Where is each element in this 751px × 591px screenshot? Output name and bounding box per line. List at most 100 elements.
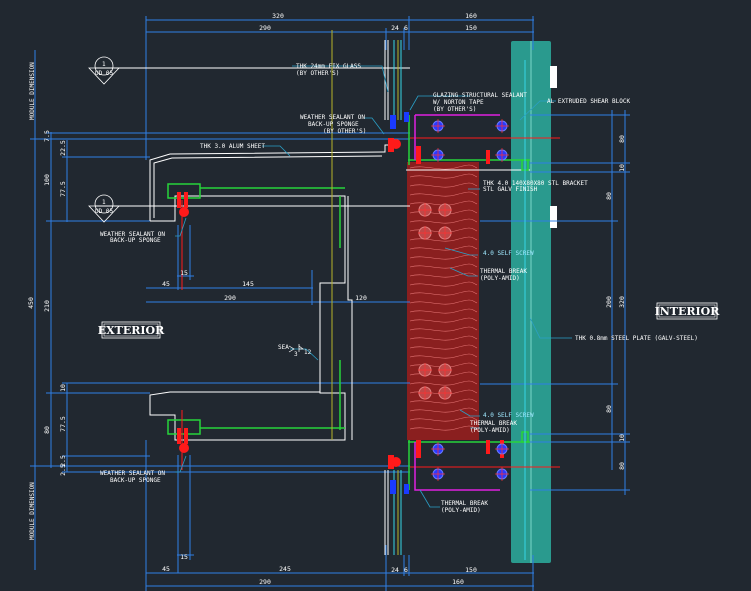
insulation-wave	[409, 344, 478, 350]
dim-right-10b: 10	[618, 434, 626, 442]
dim-top-150: 150	[465, 24, 477, 32]
annotation-glazing-sealant: GLAZING STRUCTURAL SEALANT W/ NORTON TAP…	[433, 92, 527, 113]
insulation-wave	[409, 182, 478, 188]
steel-brackets	[414, 114, 500, 491]
svg-text:(POLY-AMID): (POLY-AMID)	[441, 507, 481, 514]
svg-text:(BY OTHER'S): (BY OTHER'S)	[433, 106, 476, 113]
dim-left-2-5b: 2.5	[59, 464, 67, 476]
insulation-wave	[409, 272, 478, 278]
dim-top-6: 6	[404, 24, 408, 32]
dim-bottom-45: 45	[162, 565, 170, 573]
glass-lines	[393, 40, 526, 560]
section-marker-1: 1 UD 05	[88, 56, 120, 85]
dim-left-7-5: 7.5	[43, 130, 51, 142]
insulation-wave	[409, 425, 478, 431]
dim-right-80b: 80	[605, 192, 613, 200]
bolt-crosshair	[418, 363, 432, 377]
bolt-crosshair	[418, 203, 432, 217]
insulation-wave	[409, 416, 478, 422]
bolt-crosshair	[495, 442, 509, 456]
exterior-label: EXTERIOR	[98, 321, 165, 339]
exterior-text: EXTERIOR	[98, 324, 165, 337]
interior-label: INTERIOR	[655, 302, 721, 320]
annotation-thermal-break-top: THERMAL BREAK (POLY-AMID)	[480, 268, 527, 282]
dim-mid-290: 290	[224, 294, 236, 302]
green-profiles	[167, 115, 530, 490]
dim-left-80: 80	[43, 426, 51, 434]
dim-left-77-5b: 77.5	[59, 416, 67, 432]
dim-left-100: 100	[43, 174, 51, 186]
dim-mid-15: 15	[180, 269, 188, 277]
svg-text:(POLY-AMID): (POLY-AMID)	[470, 427, 510, 434]
insulation-wave	[409, 200, 478, 206]
dim-right-80c: 80	[605, 405, 613, 413]
insulation-wave	[409, 317, 478, 323]
svg-text:(BY OTHER'S): (BY OTHER'S)	[323, 128, 366, 135]
annotation-alum-sheet: THK 3.0 ALUM SHEET	[200, 143, 265, 150]
insulation-wave	[409, 281, 478, 287]
screw-bolts	[418, 119, 509, 481]
annotation-glass: THK 24mm FIX GLASS (BY OTHER'S)	[296, 63, 361, 77]
dim-right-80d: 80	[618, 462, 626, 470]
svg-text:BACK-UP SPONGE: BACK-UP SPONGE	[308, 121, 359, 128]
dim-left-77-5: 77.5	[59, 181, 67, 197]
wall-stub-top	[550, 66, 557, 88]
svg-text:SEA: SEA	[278, 344, 289, 351]
insulation-wave	[409, 299, 478, 305]
svg-text:(BY OTHER'S): (BY OTHER'S)	[296, 70, 339, 77]
dim-bottom-24: 24	[391, 566, 399, 574]
svg-text:(POLY-AMID): (POLY-AMID)	[480, 275, 520, 282]
insulation-wave	[409, 380, 478, 386]
svg-text:W/ NORTON TAPE: W/ NORTON TAPE	[433, 99, 484, 106]
bolt-crosshair	[438, 363, 452, 377]
dim-mid-120: 120	[355, 294, 367, 302]
bolt-crosshair	[431, 442, 445, 456]
dim-bottom-290: 290	[259, 578, 271, 586]
annotation-weather-sealant-left-bottom: WEATHER SEALANT ON BACK-UP SPONGE	[100, 470, 165, 484]
dim-bottom-160: 160	[452, 578, 464, 586]
section-marker-2: 1 UD 05	[88, 194, 120, 223]
bolt-crosshair	[418, 226, 432, 240]
module-dimension-label-bottom: MODULE DIMENSION	[29, 482, 36, 540]
sealant-markers	[177, 138, 504, 469]
annotation-bracket: THK 4.0 140X80X80 STL BRACKET STL GALV F…	[483, 180, 588, 193]
insulation-wave	[409, 245, 478, 251]
insulation-wave	[409, 353, 478, 359]
module-dimension-label-top: MODULE DIMENSION	[29, 62, 36, 120]
dim-bottom-245: 245	[279, 565, 291, 573]
svg-text:THERMAL BREAK: THERMAL BREAK	[441, 500, 488, 507]
svg-text:GLAZING STRUCTURAL SEALANT: GLAZING STRUCTURAL SEALANT	[433, 92, 527, 99]
weld-symbol: SEA 3 12	[278, 344, 312, 358]
svg-text:WEATHER SEALANT ON: WEATHER SEALANT ON	[100, 470, 165, 477]
insulation-wave	[409, 173, 478, 179]
bolt-crosshair	[495, 119, 509, 133]
dim-left-210: 210	[43, 300, 51, 312]
svg-text:STL GALV FINISH: STL GALV FINISH	[483, 186, 538, 193]
leader-lines	[175, 65, 572, 508]
dim-left-2-5a: 2.5	[59, 455, 67, 467]
wall-stub-mid	[550, 206, 557, 228]
dimension-lines	[30, 16, 630, 591]
dim-top-320: 320	[272, 12, 284, 20]
annotation-self-screw-top: 4.0 SELF SCREW	[483, 250, 534, 257]
svg-text:BACK-UP SPONGE: BACK-UP SPONGE	[110, 237, 161, 244]
insulation-wave	[409, 164, 478, 170]
gasket-blocks	[390, 112, 409, 494]
insulation-wave	[409, 407, 478, 413]
bolt-crosshair	[438, 203, 452, 217]
dim-bottom-15: 15	[180, 553, 188, 561]
annotation-steel-plate: THK 0.8mm STEEL PLATE (GALV-STEEL)	[575, 335, 698, 342]
dim-top-160: 160	[465, 12, 477, 20]
dim-mid-45: 45	[162, 280, 170, 288]
dim-right-80a: 80	[618, 135, 626, 143]
insulation-wave	[409, 218, 478, 224]
interior-text: INTERIOR	[655, 305, 721, 318]
bolt-crosshair	[431, 119, 445, 133]
svg-text:THERMAL BREAK: THERMAL BREAK	[480, 268, 527, 275]
section-marker-number: 1	[102, 199, 106, 206]
section-marker-sheet: UD 05	[95, 208, 113, 215]
dim-left-450: 450	[27, 297, 35, 309]
dim-top-290: 290	[259, 24, 271, 32]
annotation-thermal-break-bottom: THERMAL BREAK (POLY-AMID)	[441, 500, 488, 514]
